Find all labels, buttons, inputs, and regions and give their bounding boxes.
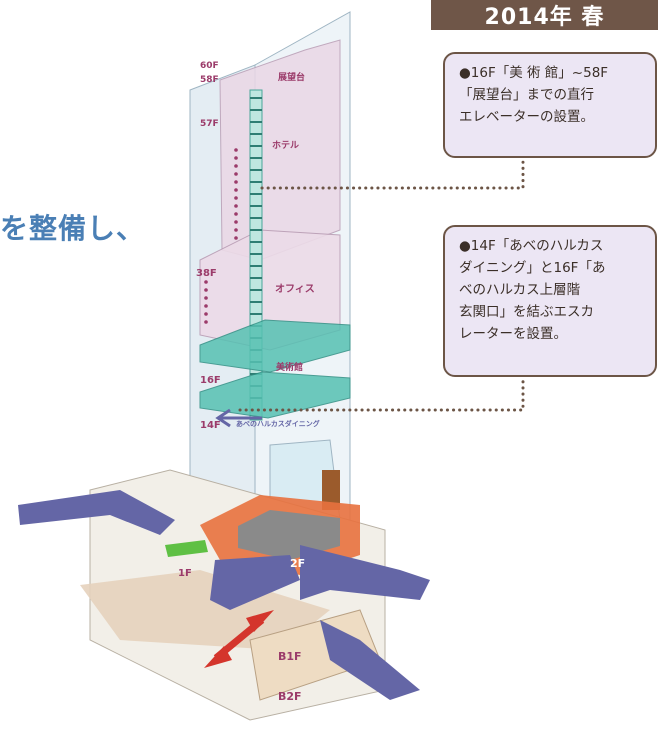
zone-label-office: オフィス (275, 283, 315, 295)
floor-label-38f: 38F (196, 268, 217, 279)
walkway-east (300, 545, 430, 600)
green-route (165, 540, 208, 557)
escalator-arrow (215, 408, 262, 428)
callout-escalator: ●14F「あべのハルカス ダイニング」と16F「あ べのハルカス上層階 玄関口」… (443, 225, 657, 377)
deck-2f-inner (238, 510, 340, 560)
floor-label-1f: 1F (178, 568, 192, 579)
floor-dots (204, 148, 238, 324)
base-floor-tan (80, 570, 330, 650)
floor-label-60f: 60F (200, 61, 219, 71)
red-direction-arrow (204, 610, 274, 668)
walkway-southeast (320, 620, 420, 700)
headline-fragment: を整備し、 (0, 212, 146, 245)
zone-label-museum: 美術館 (276, 361, 303, 373)
zone-label-dining: あべのハルカスダイニング (236, 419, 320, 428)
callout-escalator-text: ●14F「あべのハルカス ダイニング」と16F「あ べのハルカス上層階 玄関口」… (459, 238, 606, 342)
callout-elevator-text: ●16F「美 術 館」~58F 「展望台」までの直行 エレベーターの設置。 (459, 65, 609, 125)
floor-label-b1f: B1F (278, 650, 302, 663)
floor-label-57f: 57F (200, 119, 219, 129)
floor-label-16f: 16F (200, 375, 221, 386)
walkway-south (210, 555, 300, 610)
zone-label-hotel: ホテル (272, 140, 299, 151)
museum-floor-upper (199, 319, 351, 373)
floor-label-14f: 14F (200, 420, 221, 431)
podium-accent (322, 470, 340, 510)
floor-label-2f: 2F (290, 557, 305, 570)
leader-line-1 (260, 160, 525, 190)
floor-label-b2f: B2F (278, 690, 302, 703)
floor-label-58f: 58F (200, 75, 219, 85)
callout-elevator: ●16F「美 術 館」~58F 「展望台」までの直行 エレベーターの設置。 (443, 52, 657, 158)
season-badge: 2014年 春 (431, 0, 658, 30)
walkway-west (18, 490, 175, 535)
museum-floor-lower (199, 371, 351, 419)
zone-label-observatory: 展望台 (278, 71, 305, 83)
